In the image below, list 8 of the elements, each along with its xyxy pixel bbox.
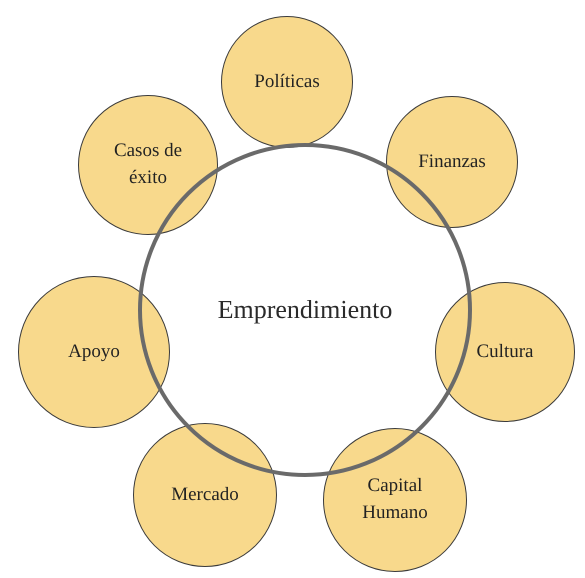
topic-label: Casos de éxito	[112, 139, 184, 190]
topic-label: Políticas	[254, 70, 320, 94]
center-label: Emprendimiento	[218, 295, 392, 325]
topic-label: Capital Humano	[361, 474, 429, 525]
topic-label: Mercado	[171, 482, 239, 507]
topic-label: Finanzas	[418, 150, 486, 174]
topic-label: Cultura	[476, 340, 534, 364]
topic-label: Apoyo	[68, 340, 120, 364]
